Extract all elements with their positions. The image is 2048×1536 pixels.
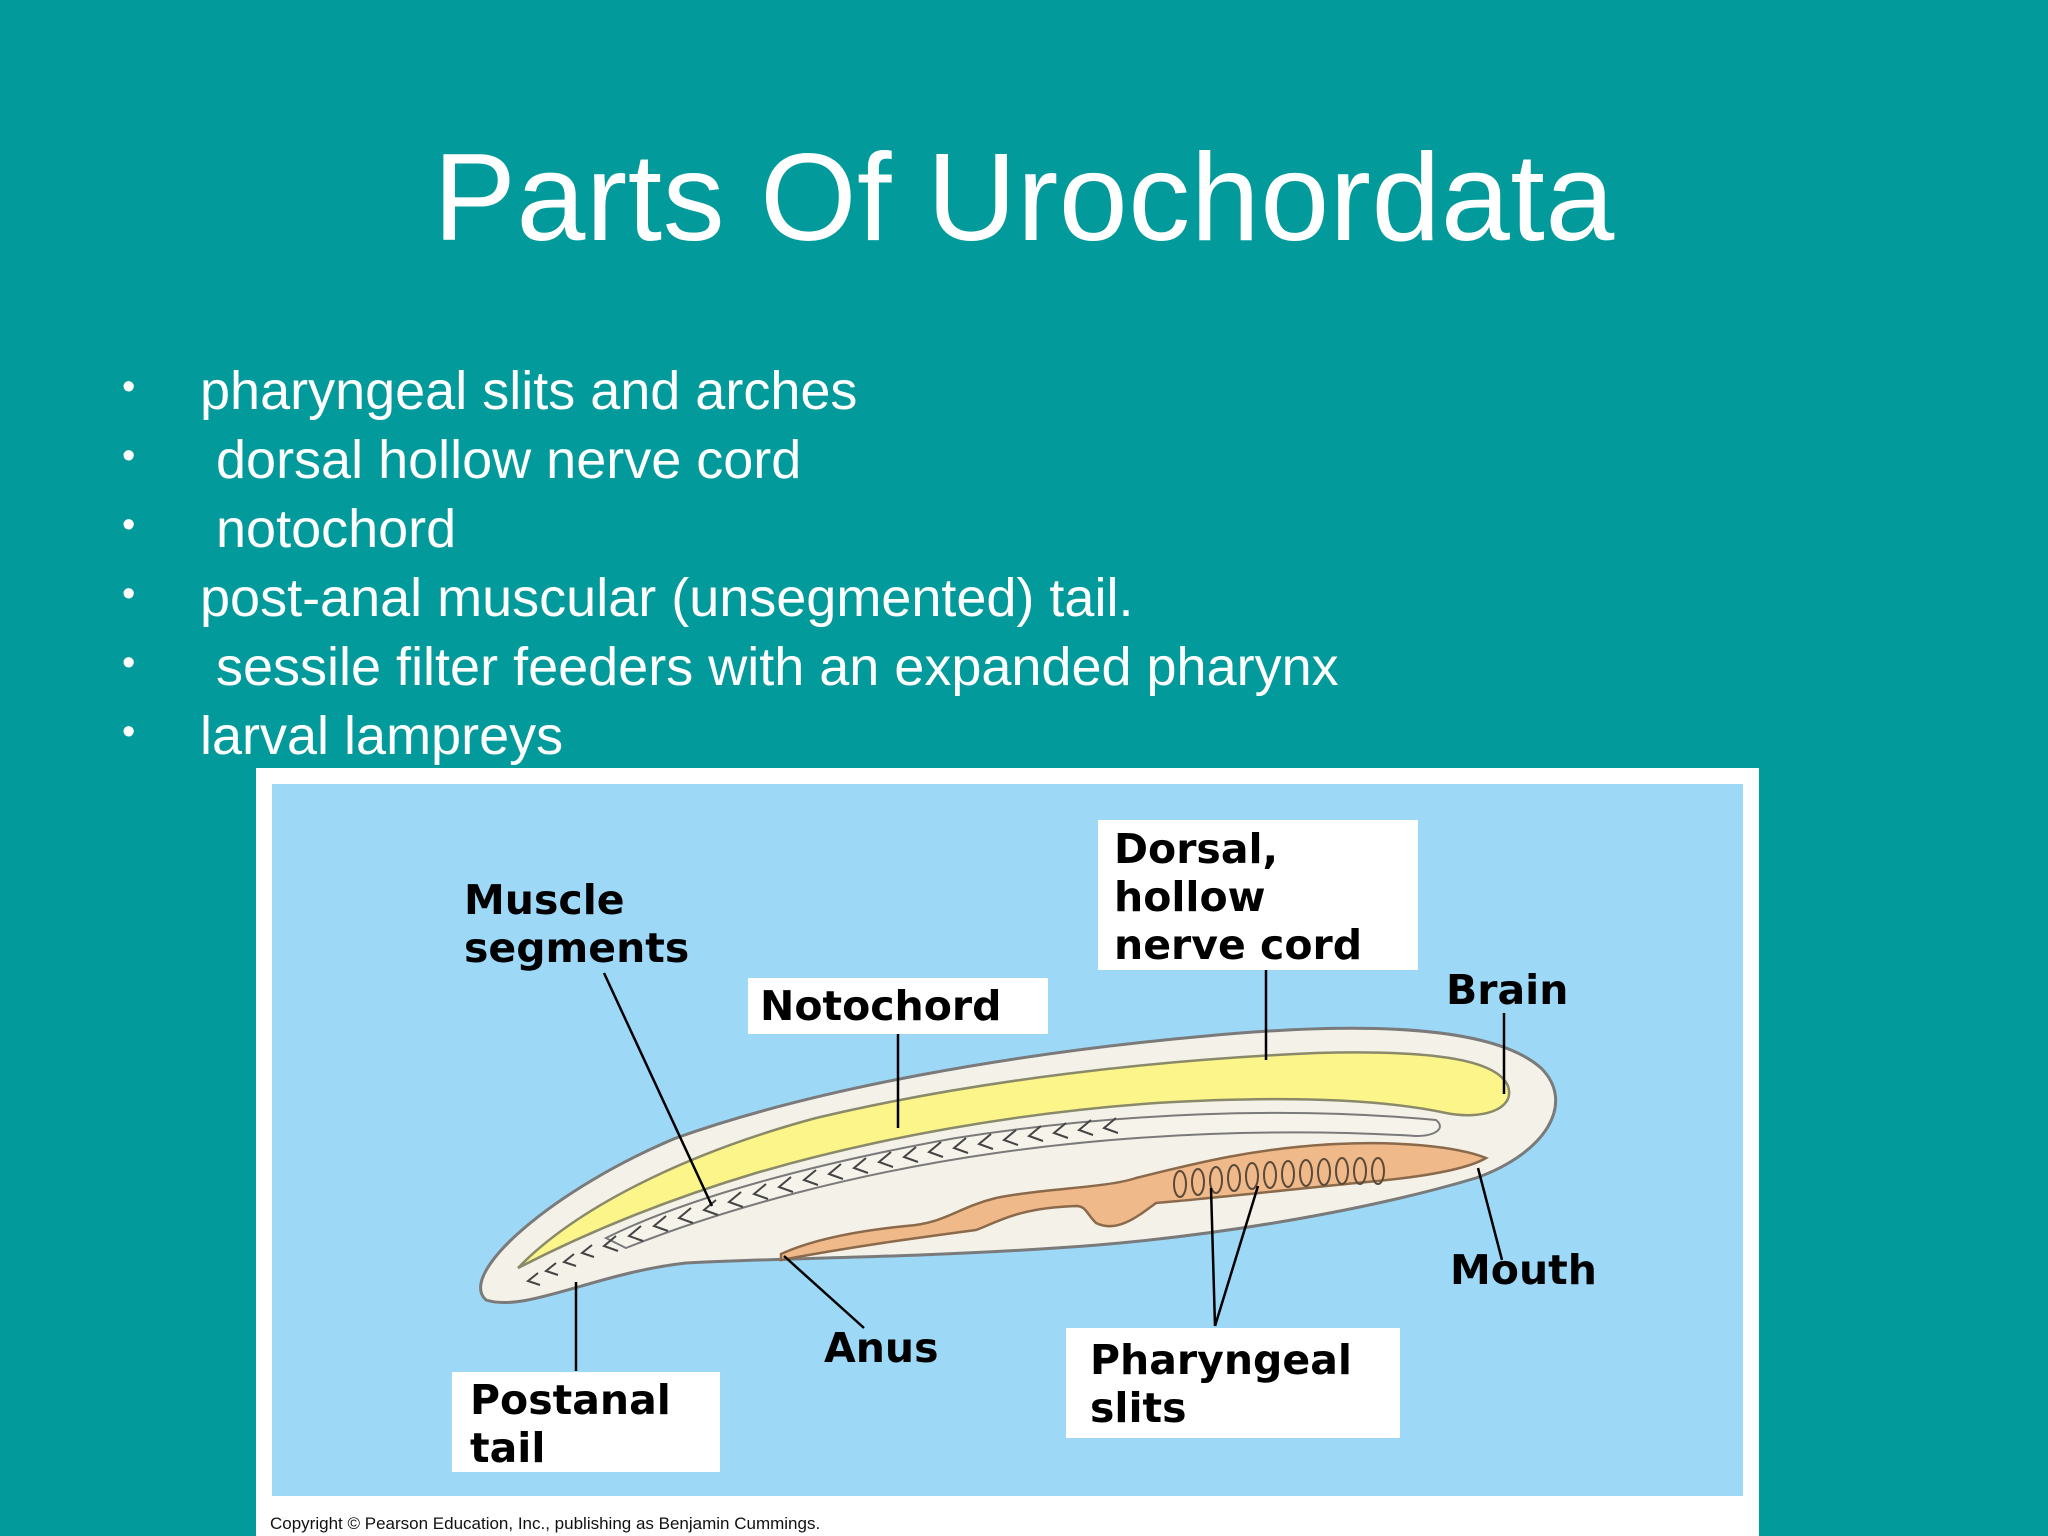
chordate-diagram: Muscle segments Notochord Dorsal, hollow… [256, 768, 1759, 1536]
label-pharyngeal-line2: slits [1090, 1384, 1187, 1432]
bullet-text: pharyngeal slits and arches [200, 361, 858, 421]
label-mouth: Mouth [1450, 1246, 1597, 1294]
label-notochord: Notochord [760, 982, 1001, 1030]
diagram-svg: Muscle segments Notochord Dorsal, hollow… [272, 784, 1743, 1496]
postanal-label-box [452, 1372, 720, 1472]
pharynx-gut [779, 1141, 1489, 1262]
bullet-text: dorsal hollow nerve cord [216, 430, 802, 490]
bullet-text: notochord [216, 499, 457, 559]
label-dorsal-line1: Dorsal, [1114, 825, 1278, 873]
label-dorsal-line2: hollow [1114, 873, 1266, 921]
dorsal-label-box [1098, 820, 1418, 970]
slide-title: Parts Of Urochordata [433, 129, 1615, 267]
bullet-dot-icon: • [122, 366, 136, 408]
bullet-dot-icon: • [122, 504, 136, 546]
label-postanal-line1: Postanal [470, 1376, 671, 1424]
bullet-dot-icon: • [122, 435, 136, 477]
label-muscle-line1: Muscle [464, 876, 625, 924]
bullet-text: sessile filter feeders with an expanded … [216, 637, 1339, 697]
muscle-segments [525, 1117, 1119, 1286]
pharyngeal-label-box [1066, 1328, 1400, 1438]
leader-lines [574, 970, 1506, 1371]
label-pharyngeal-line1: Pharyngeal [1090, 1336, 1352, 1384]
notochord-label-box [748, 978, 1048, 1034]
nerve-cord [517, 1051, 1511, 1270]
label-anus: Anus [824, 1324, 939, 1372]
notochord-band [603, 1111, 1441, 1250]
label-dorsal-line3: nerve cord [1114, 921, 1362, 969]
label-postanal-line2: tail [470, 1424, 545, 1472]
bullet-text: larval lampreys [200, 706, 564, 766]
label-muscle-line2: segments [464, 924, 689, 972]
bullet-text: post-anal muscular (unsegmented) tail. [200, 568, 1134, 628]
copyright-notice: Copyright © Pearson Education, Inc., pub… [270, 1514, 821, 1533]
bullet-dot-icon: • [122, 642, 136, 684]
bullet-dot-icon: • [122, 573, 136, 615]
label-brain: Brain [1446, 966, 1568, 1014]
bullet-dot-icon: • [122, 711, 136, 753]
pharyngeal-slits [1173, 1157, 1385, 1198]
